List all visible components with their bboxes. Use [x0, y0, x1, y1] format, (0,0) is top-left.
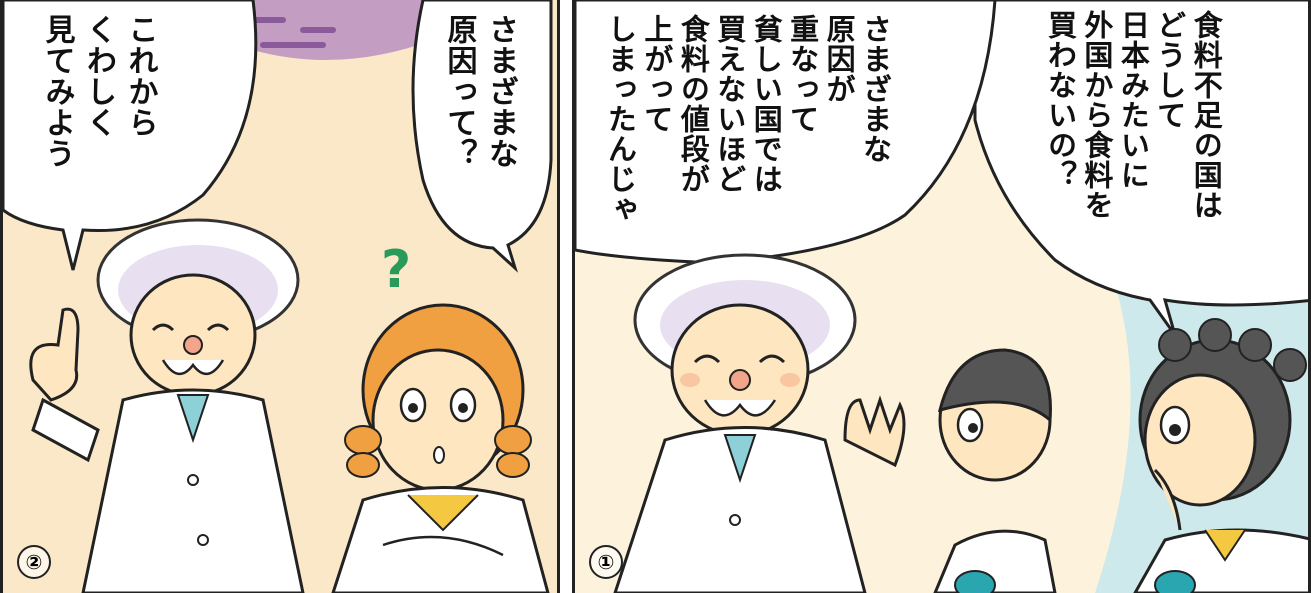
panel-1: さまざまな 原因が 重なって 貧しい国では 買えないほど 食料の値段が 上がって…	[572, 0, 1311, 593]
speech-line: 原因って？	[441, 14, 477, 169]
panel-number: ①	[589, 545, 623, 579]
panel-2-art	[3, 0, 553, 593]
panel-number: ②	[17, 545, 51, 579]
question-mark-icon: ?	[381, 240, 412, 300]
speech-line: さまざまな	[483, 14, 518, 169]
teacher-speech-bubble: さまざまな 原因が 重なって 貧しい国では 買えないほど 食料の値段が 上がって…	[603, 14, 893, 224]
panel-2: これから くわしく 見てみよう さまざまな 原因って？ ? ②	[0, 0, 560, 593]
panel-gutter	[560, 0, 572, 593]
teacher-speech-bubble: これから くわしく 見てみよう	[39, 14, 158, 169]
speech-line: 食料不足の国は	[1189, 10, 1224, 220]
speech-line: これから	[122, 14, 158, 138]
speech-line: どうして	[1152, 10, 1187, 130]
speech-line: しまったんじゃ	[603, 14, 638, 224]
speech-line: さまざまな	[858, 14, 893, 164]
speech-line: 日本みたいに	[1116, 10, 1151, 190]
speech-line: 外国から食料を	[1079, 10, 1114, 220]
speech-line: 重なって	[785, 14, 820, 134]
speech-line: 買えないほど	[712, 14, 747, 194]
speech-line: 上がって	[639, 14, 674, 134]
speech-line: くわしく	[81, 14, 116, 138]
speech-line: 原因が	[822, 14, 857, 104]
girl-speech-bubble: 食料不足の国は どうして 日本みたいに 外国から食料を 買わないの？	[1043, 10, 1224, 220]
speech-line: 買わないの？	[1043, 10, 1078, 190]
panel-1-art	[575, 0, 1308, 593]
speech-line: 貧しい国では	[749, 14, 784, 194]
speech-line: 食料の値段が	[676, 14, 711, 194]
speech-line: 見てみよう	[39, 14, 75, 169]
girl-speech-bubble: さまざまな 原因って？	[441, 14, 519, 169]
